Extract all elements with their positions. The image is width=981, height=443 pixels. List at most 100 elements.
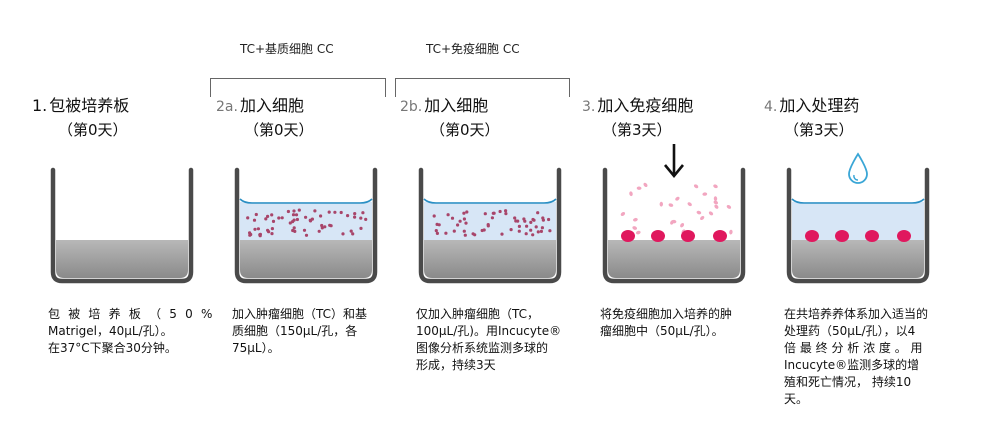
immune-cell [636, 186, 642, 190]
cell-dot [529, 220, 533, 224]
cell-dot [540, 226, 544, 230]
tumor-spheroid [897, 230, 911, 242]
well-wall [234, 167, 378, 284]
step-2a-desc-line: 质细胞（150μL/孔，各 [232, 324, 358, 338]
medium-meniscus [791, 198, 925, 204]
cell-dot [327, 210, 331, 214]
cell-dot [270, 232, 274, 236]
cell-dot [463, 233, 467, 237]
cell-dot [308, 219, 313, 223]
cell-dot [252, 218, 257, 222]
step-4-desc-line: Incucyte®监测多球的增 [784, 358, 920, 372]
cell-dot [509, 228, 513, 232]
tumor-spheroid [865, 230, 879, 242]
step-4-number: 4. [764, 99, 778, 115]
droplet-icon [848, 152, 868, 184]
immune-cell [713, 200, 719, 205]
cell-dot [317, 229, 321, 233]
step-3-number: 3. [582, 99, 596, 115]
cell-dot [294, 213, 299, 217]
header-tc-immune: TC+免疫细胞 CC [426, 42, 520, 56]
step-3-description: 将免疫细胞加入培养的肿 瘤细胞中（50μL/孔）。 [600, 306, 770, 340]
cell-dot [452, 229, 456, 233]
cell-dot [500, 232, 504, 236]
cell-dot [462, 211, 466, 215]
cell-dot [483, 212, 487, 216]
header-tc-basal: TC+基质细胞 CC [240, 42, 334, 56]
cell-dot [539, 229, 543, 233]
cell-dot [353, 212, 357, 216]
step-2b-desc-line: 仅加入肿瘤细胞（TC， [416, 307, 540, 321]
cell-dot [486, 224, 490, 228]
cell-dot [323, 225, 327, 229]
cell-dot [529, 228, 533, 232]
cell-dot [471, 232, 475, 236]
cell-dot [319, 214, 323, 218]
immune-cell [643, 182, 648, 188]
cell-dot [271, 219, 276, 223]
cell-dot [270, 213, 274, 217]
step-1-number: 1. [32, 96, 48, 115]
cell-dot [465, 210, 469, 214]
cell-dot [254, 212, 258, 217]
cell-dot [304, 215, 308, 219]
cell-dot [353, 215, 357, 219]
well-wall [602, 167, 746, 284]
cell-dot [534, 225, 538, 229]
step-2a-title-text: 加入细胞 [239, 96, 304, 115]
cell-dot [253, 227, 257, 231]
step-1-desc-line: 在37°C下聚合30分钟。 [48, 341, 177, 355]
cell-dot [286, 209, 290, 214]
step-3-day: （第3天） [602, 121, 672, 139]
cell-dot [516, 219, 520, 223]
cell-dot [456, 223, 460, 227]
well-3 [602, 167, 746, 284]
cell-dot [480, 228, 484, 233]
immune-cell [700, 215, 705, 221]
cell-dot [295, 217, 299, 222]
cell-dot [536, 211, 540, 215]
step-1-title: 1.包被培养板 [32, 92, 129, 116]
immune-cell [629, 191, 633, 197]
cell-dot [504, 209, 508, 213]
cell-dot [280, 216, 284, 220]
tumor-spheroid [681, 230, 695, 242]
step-2b-desc-line: 形成，持续3天 [416, 358, 496, 372]
cell-dot [524, 232, 528, 236]
immune-cell [659, 201, 664, 207]
matrigel-layer [608, 240, 740, 278]
cell-dot [464, 221, 468, 225]
cell-dot [548, 229, 552, 233]
step-4-title-text: 加入处理药 [779, 96, 860, 115]
step-2b-title-text: 加入细胞 [424, 96, 489, 115]
down-arrow-icon [663, 144, 685, 179]
well-2a [234, 167, 378, 284]
step-4-day: （第3天） [784, 121, 854, 139]
step-2b-title: 2b.加入细胞 [400, 92, 488, 116]
step-2b-desc-line: 图像分析系统监测多球的 [416, 341, 549, 355]
cell-dot [437, 223, 441, 227]
step-2b-description: 仅加入肿瘤细胞（TC， 100μL/孔)。用Incucyte® 图像分析系统监测… [416, 306, 586, 374]
medium-meniscus [239, 198, 373, 204]
step-2a-description: 加入肿瘤细胞（TC）和基 质细胞（150μL/孔，各 75μL）。 [232, 306, 402, 357]
step-4-title: 4.加入处理药 [764, 92, 859, 116]
step-2b-desc-line: 100μL/孔)。用Incucyte® [416, 324, 562, 338]
immune-cell [671, 219, 677, 224]
immune-cell [675, 196, 680, 201]
immune-cell [687, 202, 692, 207]
cell-dot [292, 226, 296, 230]
cell-dot [361, 211, 365, 215]
immune-cell [729, 229, 733, 235]
cell-dot [435, 231, 439, 235]
bracket-2b [395, 78, 570, 97]
bracket-2a [210, 78, 386, 97]
immune-cell [713, 196, 718, 202]
well-4 [786, 167, 930, 284]
immune-cell [708, 211, 714, 216]
cell-dot [304, 233, 309, 237]
cell-dot [498, 209, 502, 214]
cell-dot [359, 226, 363, 230]
immune-cell [668, 203, 674, 207]
cell-dot [292, 218, 296, 222]
cell-dot [297, 208, 301, 212]
